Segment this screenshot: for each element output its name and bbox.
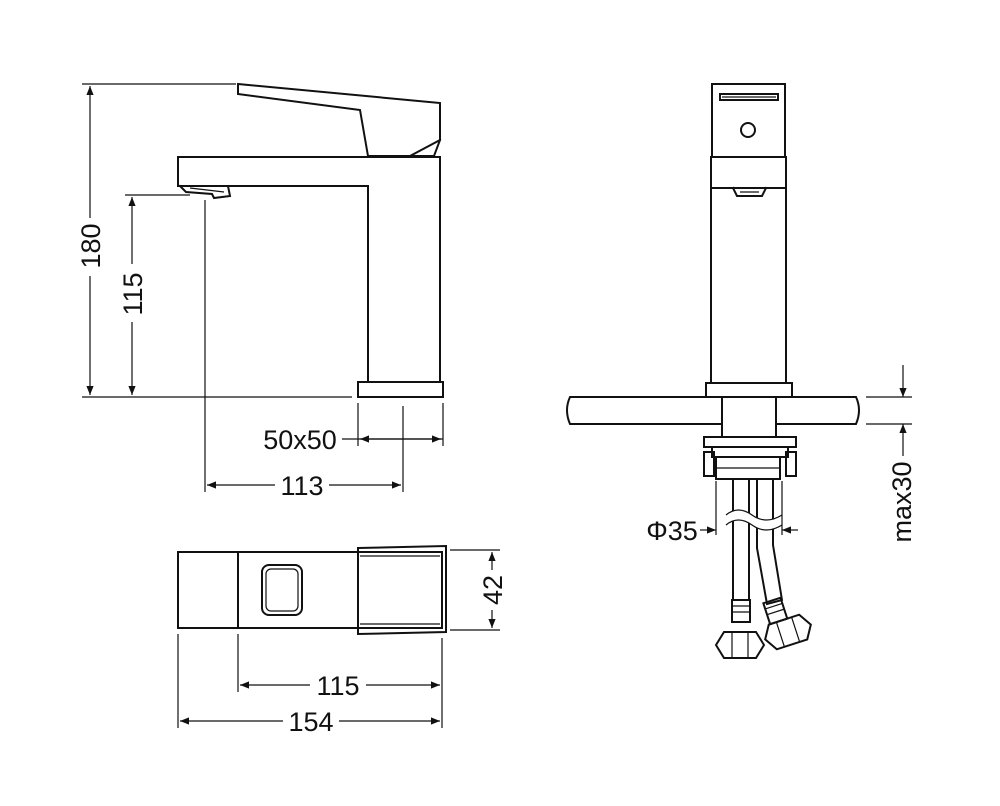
dim-label-max30: max30 bbox=[887, 461, 917, 542]
countertop-right bbox=[775, 396, 860, 425]
dim-label-115-length: 115 bbox=[316, 671, 359, 701]
side-base-plate bbox=[357, 381, 444, 398]
front-base bbox=[705, 382, 793, 398]
dim-label-113: 113 bbox=[280, 471, 323, 501]
dim-label-50x50: 50x50 bbox=[263, 425, 337, 455]
dim-label-115-height: 115 bbox=[118, 272, 148, 315]
top-control-button bbox=[261, 564, 303, 616]
front-aerator bbox=[731, 186, 768, 197]
side-view: 180 115 50x50 113 bbox=[75, 82, 444, 501]
mounting-bracket bbox=[703, 436, 797, 448]
top-view: 42 115 154 bbox=[177, 544, 508, 737]
hose-right bbox=[756, 478, 784, 606]
side-lever-handle bbox=[237, 82, 441, 157]
front-lever-pivot bbox=[740, 122, 756, 138]
top-lever-handle bbox=[357, 544, 447, 636]
side-cartridge-cap bbox=[367, 138, 442, 157]
top-body-outline bbox=[177, 551, 443, 629]
dim-label-42: 42 bbox=[478, 575, 508, 605]
hex-nut-right bbox=[764, 613, 812, 651]
dim-label-phi35: Φ35 bbox=[646, 516, 698, 546]
side-aerator bbox=[178, 184, 232, 200]
dim-label-180: 180 bbox=[76, 223, 106, 268]
hose-left bbox=[732, 478, 750, 601]
countertop-left bbox=[566, 396, 723, 425]
front-body bbox=[710, 156, 787, 384]
dim-label-154: 154 bbox=[288, 707, 333, 737]
hex-nut-left bbox=[714, 631, 766, 659]
front-shank bbox=[721, 396, 777, 438]
front-view: Φ35 max30 bbox=[566, 83, 917, 659]
